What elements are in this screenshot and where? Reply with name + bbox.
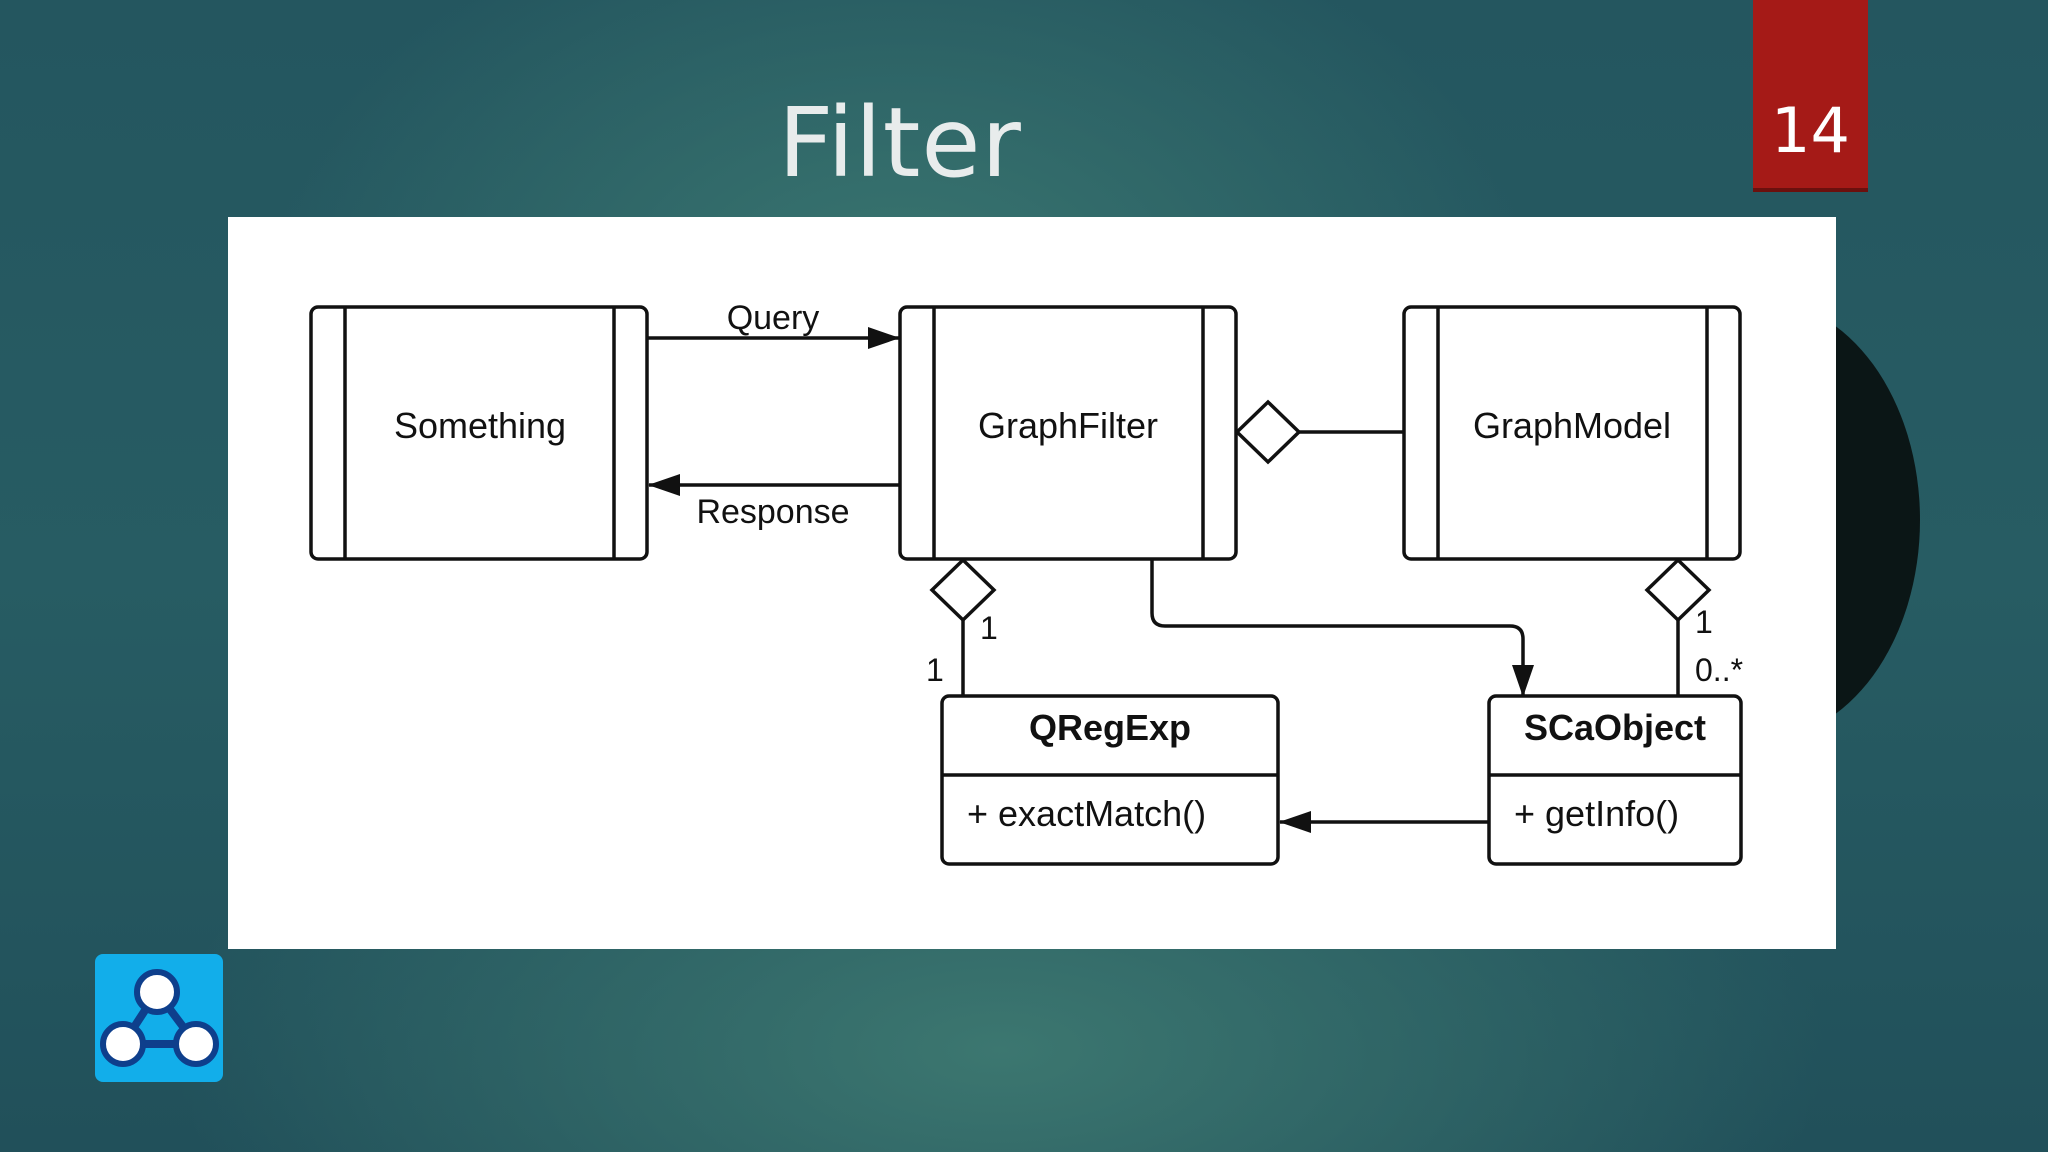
logo <box>95 954 223 1082</box>
edge-model-scaobject-aggregation: 1 0..* <box>1644 557 1743 696</box>
mult-model-scaobject-bottom: 0..* <box>1695 652 1743 688</box>
slide-title: Filter <box>778 87 1022 199</box>
class-qregexp-name: QRegExp <box>1029 707 1191 748</box>
class-something-label: Something <box>394 405 566 446</box>
mult-filter-qregexp-bottom: 1 <box>926 652 944 688</box>
class-scaobject-name: SCaObject <box>1524 707 1706 748</box>
class-graphfilter: GraphFilter <box>898 305 1238 561</box>
mult-model-scaobject-top: 1 <box>1695 604 1713 640</box>
edge-response: Response <box>648 474 900 531</box>
page-number: 14 <box>1771 94 1850 167</box>
class-graphfilter-label: GraphFilter <box>978 405 1158 446</box>
class-graphmodel-label: GraphModel <box>1473 405 1671 446</box>
edge-response-label: Response <box>696 493 849 531</box>
class-qregexp: QRegExp + exactMatch() <box>940 694 1280 866</box>
graph-nodes-icon <box>100 969 219 1067</box>
uml-diagram-panel: Something GraphFilter GraphModel QRegExp… <box>228 217 1836 949</box>
class-qregexp-method: + exactMatch() <box>967 793 1206 834</box>
class-graphmodel: GraphModel <box>1402 305 1742 561</box>
class-scaobject: SCaObject + getInfo() <box>1487 694 1743 866</box>
uml-diagram: Something GraphFilter GraphModel QRegExp… <box>309 299 1743 866</box>
edge-filter-scaobject <box>1150 559 1534 697</box>
mult-filter-qregexp-top: 1 <box>980 610 998 646</box>
aggregation-diamond <box>1234 399 1302 465</box>
edge-query: Query <box>647 299 900 349</box>
edge-query-label: Query <box>727 299 820 337</box>
edge-filter-model-aggregation <box>1234 399 1404 465</box>
class-scaobject-method: + getInfo() <box>1514 793 1679 834</box>
edge-filter-qregexp-aggregation: 1 1 <box>926 557 998 696</box>
page-number-badge: 14 <box>1753 0 1868 192</box>
class-something: Something <box>309 305 649 561</box>
